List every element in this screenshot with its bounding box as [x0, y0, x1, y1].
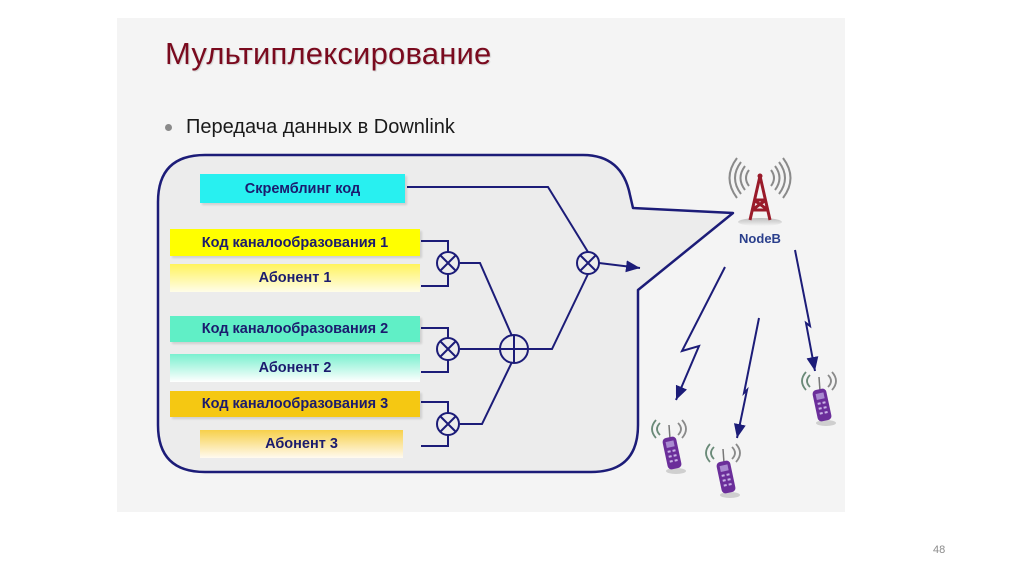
mixer-1-inputs [421, 240, 449, 287]
slide-title: Мультиплексирование [165, 36, 492, 71]
subscriber-label-1: Абонент 1 [258, 270, 332, 286]
scrambler-mixer-icon [576, 251, 600, 275]
channel-code-box-2: Код каналообразования 2 [170, 316, 420, 342]
mixer-3-icon [436, 412, 460, 436]
mixer-1-to-adder [460, 262, 513, 337]
mobile-terminal-icon [801, 371, 837, 426]
mixer-1-icon [436, 251, 460, 275]
mobile-terminal-icon [705, 443, 741, 498]
radio-link-2 [733, 317, 760, 439]
output-arrow [598, 260, 641, 273]
scrambling-code-box: Скремблинг код [200, 174, 405, 203]
subscriber-label-3: Абонент 3 [265, 436, 338, 452]
subscriber-box-1: Абонент 1 [170, 264, 420, 292]
mixer-2-icon [436, 337, 460, 361]
page-number: 48 [933, 544, 946, 556]
mobile-terminal-icon [651, 419, 687, 474]
radio-link-1 [675, 266, 726, 401]
channel-code-label-2: Код каналообразования 2 [201, 321, 389, 337]
channel-code-box-3: Код каналообразования 3 [170, 391, 420, 417]
channel-code-label-3: Код каналообразования 3 [201, 396, 389, 412]
bullet-dot-icon [165, 124, 172, 131]
channel-code-label-1: Код каналообразования 1 [201, 234, 389, 251]
nodeb-label: NodeB [739, 231, 781, 246]
adder-icon [499, 334, 529, 364]
mixer-3-to-adder [460, 361, 513, 425]
subscriber-box-3: Абонент 3 [200, 430, 403, 458]
bullet-item: Передача данных в Downlink [165, 116, 455, 139]
subscriber-label-2: Абонент 2 [258, 360, 332, 376]
nodeb-tower-icon [728, 157, 792, 226]
channel-code-box-1: Код каналообразования 1 [170, 229, 420, 256]
subscriber-box-2: Абонент 2 [170, 354, 420, 382]
mixer-3-inputs [421, 401, 449, 447]
scrambling-code-label: Скремблинг код [244, 180, 361, 197]
scrambling-line [407, 186, 589, 253]
bullet-text: Передача данных в Downlink [186, 116, 455, 138]
mixer-2-inputs [421, 327, 449, 373]
radio-link-3 [794, 249, 819, 372]
adder-to-scrambler [527, 273, 589, 350]
